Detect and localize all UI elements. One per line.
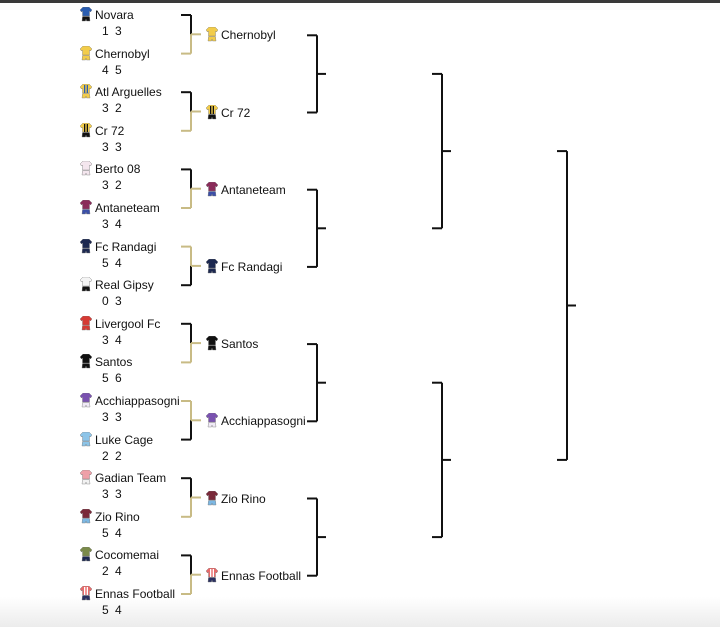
team-kit-icon bbox=[206, 27, 218, 42]
team-name: Chernobyl bbox=[95, 46, 150, 61]
team-name: Zio Rino bbox=[221, 491, 266, 506]
team-score: 1 3 bbox=[102, 24, 122, 38]
team-score: 4 5 bbox=[102, 62, 122, 77]
team-name: Antaneteam bbox=[221, 182, 286, 197]
team-score: 3 4 bbox=[102, 217, 122, 231]
team-name: Ennas Football bbox=[95, 587, 176, 601]
team-kit-icon bbox=[80, 470, 92, 485]
team-name: Zio Rino bbox=[95, 509, 140, 524]
team-kit-icon bbox=[206, 181, 218, 196]
team-score: 5 4 bbox=[102, 603, 122, 617]
team-score: 3 3 bbox=[102, 139, 122, 154]
team-kit-icon bbox=[206, 490, 218, 505]
team-kit-icon bbox=[80, 45, 92, 60]
team-name: Santos bbox=[221, 337, 259, 352]
team-score: 3 3 bbox=[102, 410, 122, 424]
team-kit-icon bbox=[80, 122, 92, 137]
team-name: Santos bbox=[95, 355, 133, 370]
team-score: 5 6 bbox=[102, 371, 122, 386]
team-name: Livergool Fc bbox=[95, 316, 161, 331]
team-name: Acchiappasogni bbox=[221, 414, 306, 429]
team-score: 2 4 bbox=[102, 564, 122, 579]
team-kit-icon bbox=[80, 586, 92, 601]
team-score: 0 3 bbox=[102, 294, 122, 309]
team-kit-icon bbox=[80, 200, 92, 215]
team-name: Antaneteam bbox=[95, 201, 160, 215]
team-name: Luke Cage bbox=[95, 432, 154, 447]
team-kit-icon bbox=[206, 413, 218, 428]
team-name: Berto 08 bbox=[95, 162, 141, 177]
team-kit-icon bbox=[80, 315, 92, 330]
team-name: Ennas Football bbox=[221, 568, 302, 583]
team-score: 5 4 bbox=[102, 255, 122, 270]
bottom-fade bbox=[0, 597, 720, 627]
team-name: Fc Randagi bbox=[221, 259, 283, 274]
team-kit-icon bbox=[80, 547, 92, 562]
team-kit-icon bbox=[80, 431, 92, 446]
team-kit-icon bbox=[80, 161, 92, 176]
team-name: Novara bbox=[95, 8, 134, 22]
team-name: Cr 72 bbox=[95, 123, 125, 138]
team-score: 3 2 bbox=[102, 101, 122, 116]
team-name: Acchiappasogni bbox=[95, 394, 180, 408]
team-score: 3 3 bbox=[102, 487, 122, 502]
team-kit-icon bbox=[80, 84, 92, 99]
team-score: 3 2 bbox=[102, 178, 122, 193]
team-kit-icon bbox=[80, 7, 92, 22]
team-name: Fc Randagi bbox=[95, 239, 157, 254]
team-score: 3 4 bbox=[102, 332, 122, 347]
team-name: Cocomemai bbox=[95, 548, 160, 563]
team-kit-icon bbox=[80, 508, 92, 523]
team-name: Chernobyl bbox=[221, 28, 276, 43]
team-kit-icon bbox=[206, 258, 218, 274]
team-name: Atl Arguelles bbox=[95, 85, 162, 100]
team-score: 5 4 bbox=[102, 525, 122, 540]
team-kit-icon bbox=[206, 104, 218, 119]
team-kit-icon bbox=[206, 567, 218, 582]
team-kit-icon bbox=[80, 277, 92, 292]
team-score: 2 2 bbox=[102, 448, 122, 463]
team-kit-icon bbox=[80, 354, 92, 369]
team-name: Gadian Team bbox=[95, 471, 167, 486]
top-bar bbox=[0, 0, 720, 3]
team-kit-icon bbox=[80, 393, 92, 408]
team-kit-icon bbox=[80, 238, 92, 253]
team-kit-icon bbox=[206, 336, 218, 351]
team-name: Cr 72 bbox=[221, 105, 251, 120]
team-name: Real Gipsy bbox=[95, 278, 154, 293]
